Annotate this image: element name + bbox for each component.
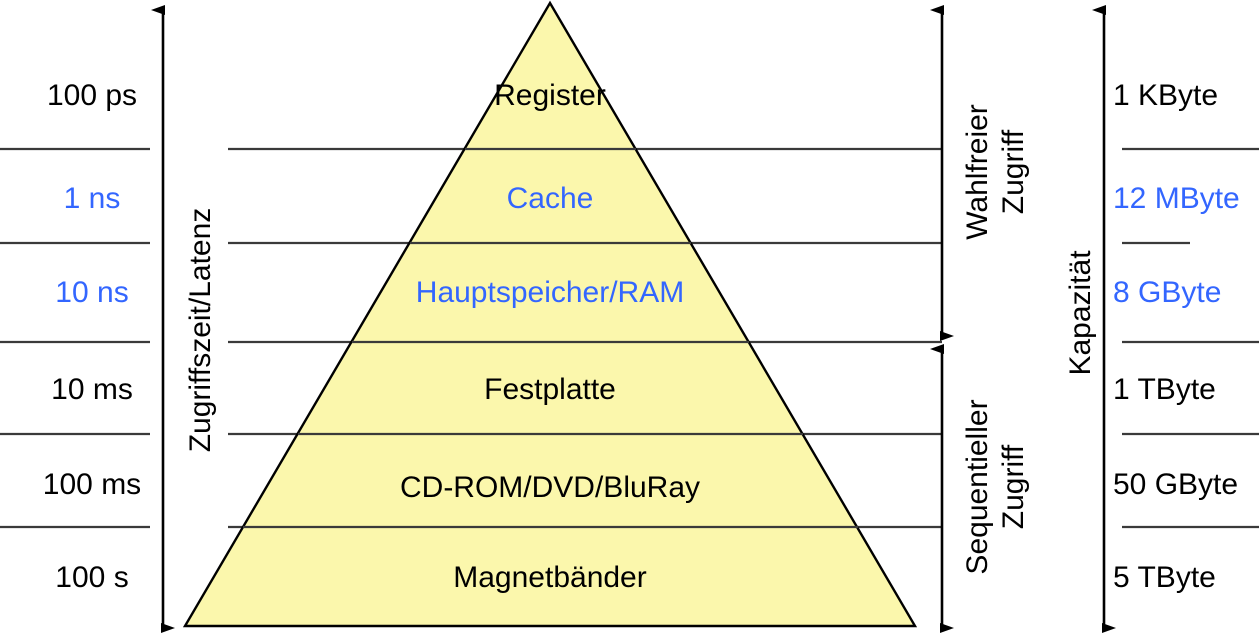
latency-label-ram: 10 ns [55, 276, 129, 309]
divider-lines-right [1122, 147, 1259, 529]
latency-label-tape: 100 s [55, 561, 129, 594]
capacity-label-ram: 8 GByte [1113, 276, 1222, 309]
random-access-label-line2: Zugriff [997, 129, 1030, 215]
tier-label-ram: Hauptspeicher/RAM [415, 276, 685, 309]
tier-label-cache: Cache [506, 182, 594, 215]
tier-label-optical: CD-ROM/DVD/BluRay [399, 471, 701, 504]
latency-label-cache: 1 ns [63, 182, 121, 215]
latency-label-optical: 100 ms [42, 468, 142, 501]
divider-lines-left [0, 147, 150, 529]
capacity-label-hdd: 1 TByte [1113, 373, 1216, 406]
latency-axis-label: Zugriffszeit/Latenz [184, 207, 217, 453]
capacity-label-register: 1 KByte [1113, 79, 1219, 112]
capacity-label-optical: 50 GByte [1113, 468, 1239, 501]
capacity-label-tape: 5 TByte [1113, 561, 1216, 594]
latency-label-register: 100 ps [46, 79, 138, 112]
sequential-access-label-line1: Sequentieller [961, 399, 994, 575]
latency-label-hdd: 10 ms [51, 373, 133, 406]
sequential-access-label-line2: Zugriff [997, 444, 1030, 530]
tier-label-register: Register [494, 79, 606, 112]
capacity-axis-label: Kapazität [1064, 250, 1097, 376]
tier-label-hdd: Festplatte [484, 373, 616, 406]
pyramid-shape [182, 0, 918, 628]
capacity-label-cache: 12 MByte [1113, 182, 1240, 215]
tier-label-tape: Magnetbänder [453, 561, 647, 594]
random-access-label-line1: Wahlfreier [961, 104, 994, 240]
pyramid-tier-separators [243, 147, 858, 529]
